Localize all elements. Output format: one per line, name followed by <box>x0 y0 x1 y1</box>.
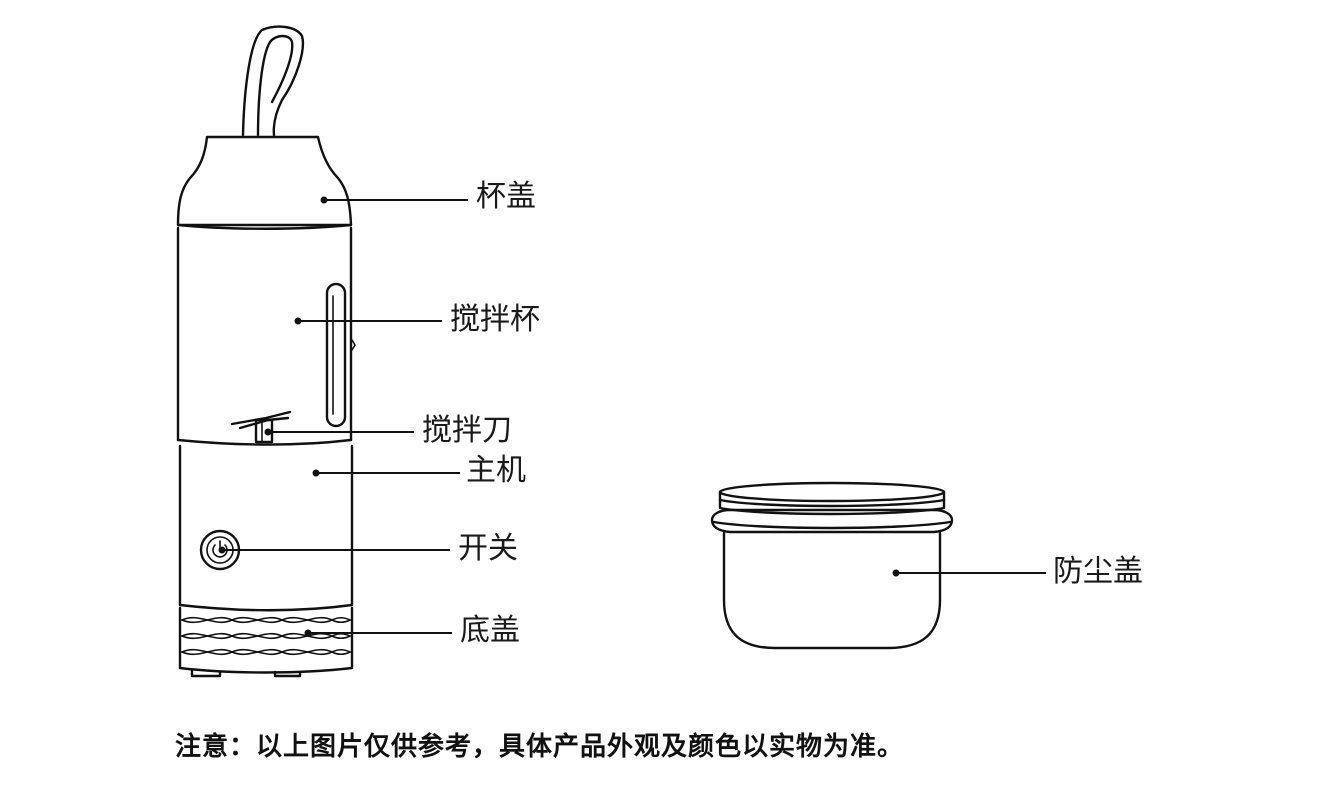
blender-lid <box>176 135 353 230</box>
label-bottom-cover: 底盖 <box>460 613 520 648</box>
leader-lines <box>218 196 1046 637</box>
label-blade: 搅拌刀 <box>422 413 512 448</box>
blender-blade <box>230 410 292 444</box>
label-lid: 杯盖 <box>476 179 536 214</box>
dust-cover <box>710 481 954 650</box>
strap-handle <box>241 25 305 137</box>
blender-base <box>178 444 354 612</box>
blender-cup <box>176 226 356 446</box>
label-cup: 搅拌杯 <box>450 302 540 337</box>
label-dust-cover: 防尘盖 <box>1053 554 1143 589</box>
bottom-cover <box>178 606 354 678</box>
disclaimer-note: 注意：以上图片仅供参考，具体产品外观及颜色以实物为准。 <box>175 732 905 762</box>
label-base: 主机 <box>466 453 526 488</box>
label-switch: 开关 <box>458 531 518 566</box>
